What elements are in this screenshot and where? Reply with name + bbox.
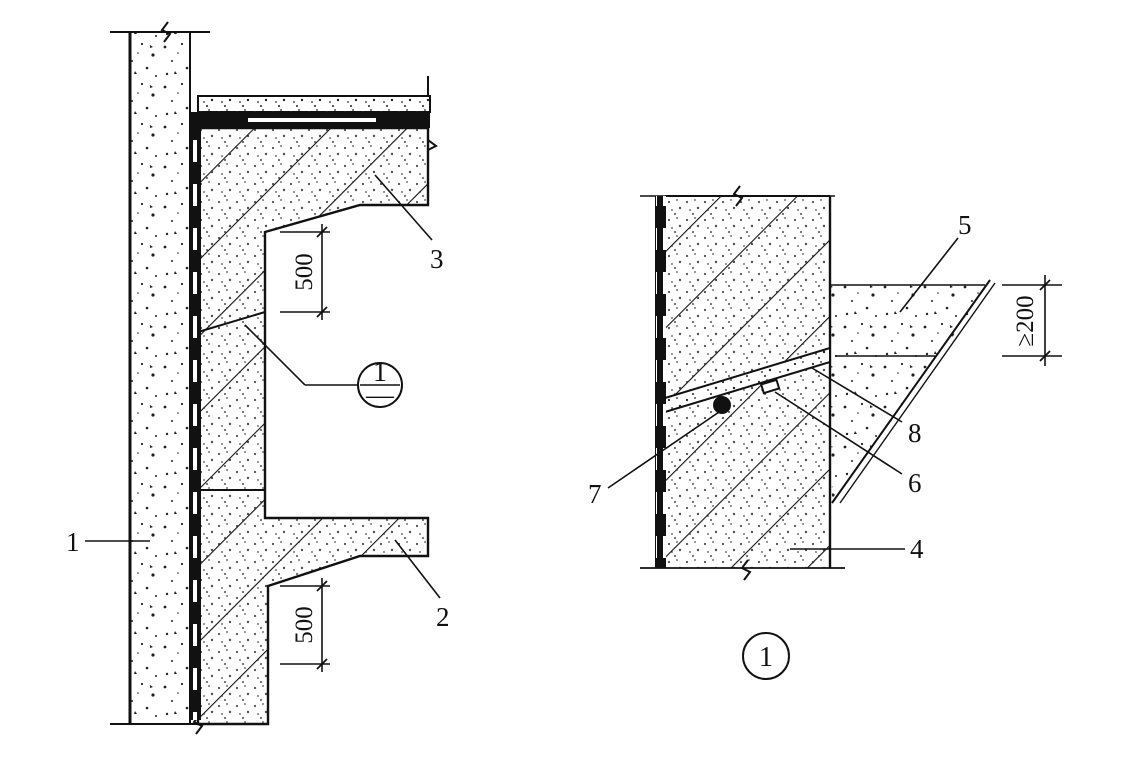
- detail-ref-number: 1: [373, 357, 387, 388]
- callout-5-label: 5: [958, 210, 972, 240]
- callout-1: 1: [66, 527, 150, 557]
- callout-7: 7: [588, 409, 723, 509]
- detail-ref-sheet: —: [365, 380, 395, 411]
- callout-2-label: 2: [436, 602, 450, 632]
- dimension-min-200: ≥200: [1002, 275, 1062, 366]
- top-slab: [197, 76, 438, 151]
- callout-8: 8: [811, 367, 922, 448]
- callout-5: 5: [899, 210, 972, 313]
- callout-6-label: 6: [908, 468, 922, 498]
- dimension-min-200-text: ≥200: [1012, 295, 1039, 346]
- dimension-lower-text: 500: [291, 606, 318, 644]
- speckled-wall: [110, 21, 215, 735]
- callout-3-label: 3: [430, 244, 444, 274]
- construction-joint: [664, 346, 831, 414]
- left-section: 500 500 1 — 1 2: [66, 21, 450, 735]
- backfill-soil: [830, 279, 996, 504]
- detail-reference: 1 —: [244, 324, 403, 411]
- callout-6: 6: [774, 391, 922, 498]
- callout-1-label: 1: [66, 527, 80, 557]
- detail-title-number: 1: [759, 642, 773, 673]
- dimension-upper: 500: [280, 224, 330, 320]
- callout-2: 2: [394, 539, 450, 632]
- detail-title: 1: [742, 632, 790, 680]
- dimension-upper-text: 500: [291, 253, 318, 291]
- callout-8-label: 8: [908, 418, 922, 448]
- waterproof-membrane-right: [655, 196, 666, 568]
- callout-7-label: 7: [588, 479, 602, 509]
- callout-3: 3: [374, 174, 444, 274]
- waterproof-membrane: [190, 112, 430, 720]
- sealing-rod: [713, 396, 731, 414]
- hatched-concrete-structure: [196, 126, 430, 726]
- dimension-lower: 500: [280, 578, 330, 672]
- callout-4-label: 4: [910, 534, 924, 564]
- callout-4: 4: [790, 534, 924, 564]
- right-section: ≥200 4 5 6 7 8 1: [588, 185, 1062, 680]
- waterstop-strip: [759, 378, 781, 395]
